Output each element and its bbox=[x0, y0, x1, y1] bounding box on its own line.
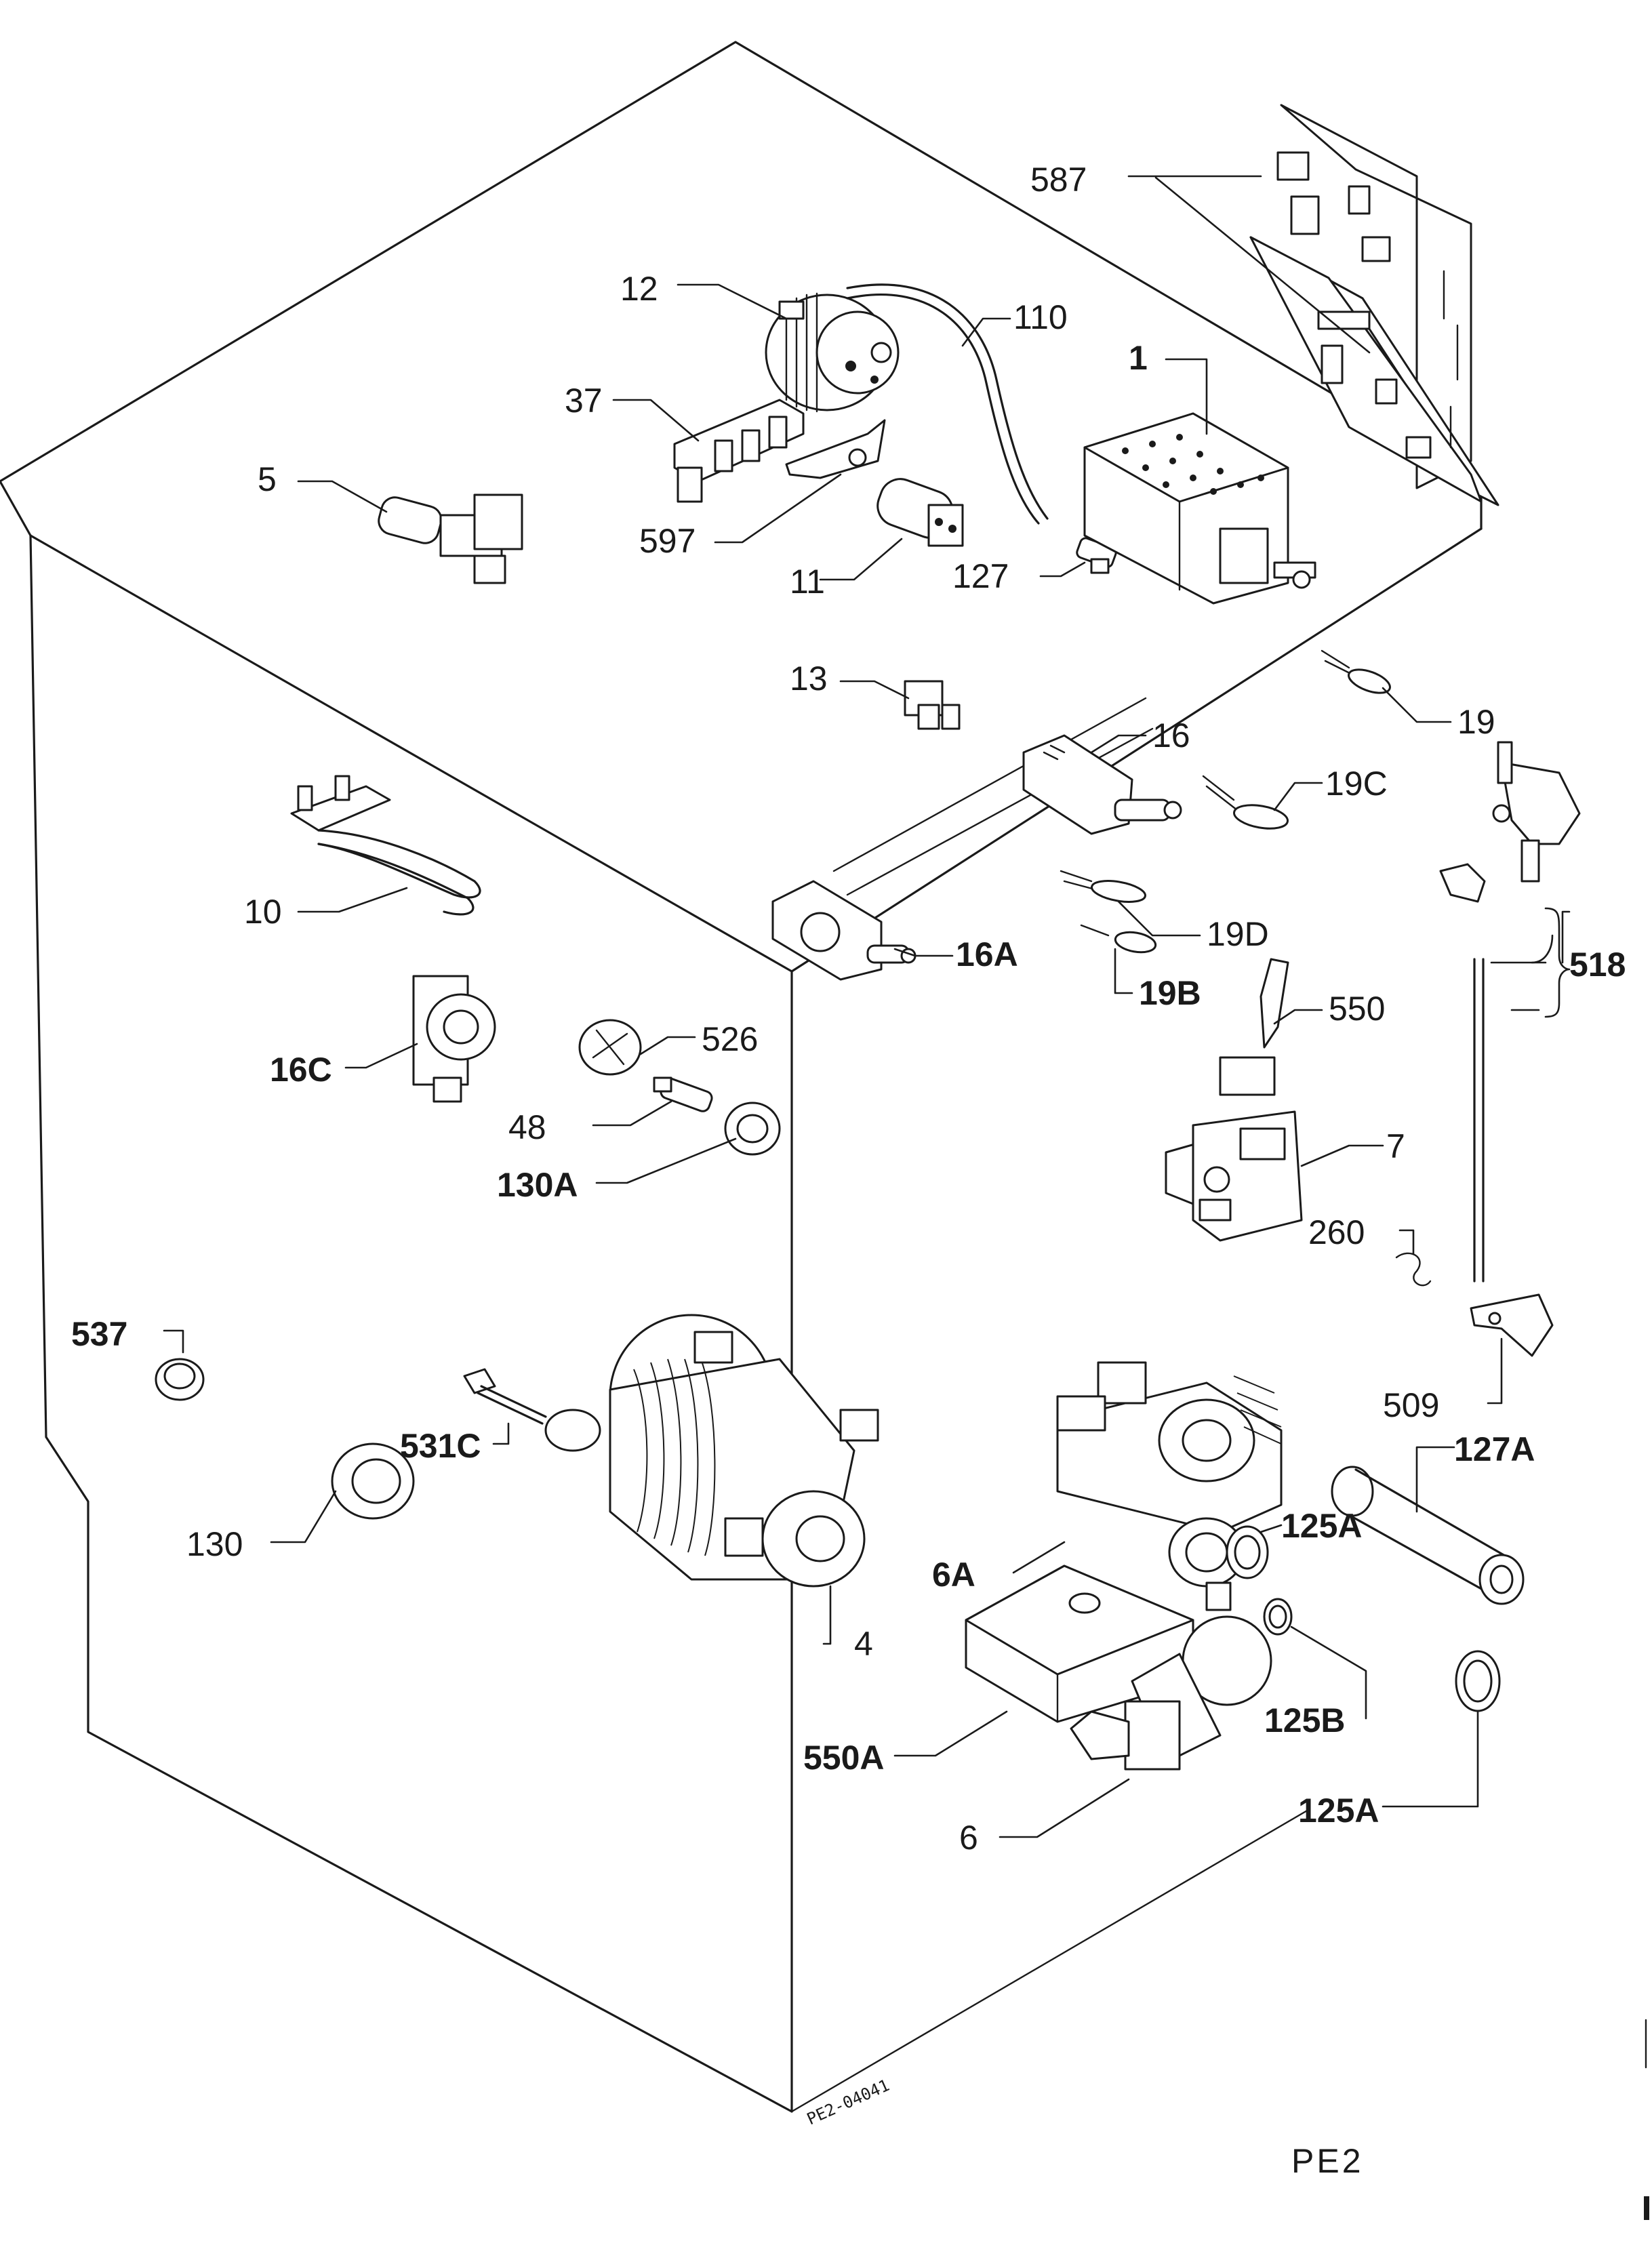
wire-lead-part bbox=[1321, 649, 1391, 694]
label-110: 110 bbox=[1013, 298, 1068, 336]
hose-pipe-part bbox=[1331, 1466, 1525, 1605]
label-526: 526 bbox=[702, 1020, 758, 1058]
label-127a: 127A bbox=[1454, 1430, 1535, 1468]
label-518: 518 bbox=[1569, 946, 1626, 984]
wire-lead-c-part bbox=[1202, 775, 1289, 830]
label-537: 537 bbox=[71, 1315, 127, 1353]
wire-lead-b-part bbox=[1080, 924, 1157, 954]
label-587: 587 bbox=[1030, 161, 1087, 199]
label-125a-upper: 125A bbox=[1281, 1507, 1363, 1545]
bracket-part bbox=[785, 419, 886, 479]
label-19c: 19C bbox=[1325, 765, 1388, 803]
thermostat-part bbox=[412, 975, 496, 1103]
label-16a: 16A bbox=[956, 935, 1018, 973]
bracket-518 bbox=[1544, 907, 1571, 1018]
door-lock-switch-part bbox=[771, 880, 916, 981]
grommet-part bbox=[331, 1442, 415, 1520]
label-597: 597 bbox=[639, 522, 696, 560]
label-10: 10 bbox=[244, 893, 282, 931]
label-48: 48 bbox=[508, 1108, 546, 1146]
gasket-a-lower-part bbox=[1455, 1650, 1501, 1712]
switch-part bbox=[1022, 734, 1182, 835]
part-labels: 587 12 110 1 37 5 597 11 127 13 16 19 19… bbox=[71, 161, 1626, 1857]
latch-part bbox=[1470, 1293, 1554, 1357]
gasket-a-upper-part bbox=[1226, 1525, 1269, 1579]
terminal-block-part bbox=[673, 399, 805, 503]
label-19b: 19B bbox=[1139, 974, 1201, 1012]
leader-lines bbox=[163, 175, 1571, 1838]
drain-pump-part bbox=[1070, 1581, 1272, 1771]
inlet-connector-part bbox=[378, 493, 523, 584]
label-127: 127 bbox=[952, 557, 1009, 595]
label-11: 11 bbox=[790, 563, 825, 601]
wire-lead-d-part bbox=[1060, 870, 1146, 903]
screw-part bbox=[463, 1368, 547, 1425]
pin-part bbox=[653, 1076, 713, 1112]
label-4: 4 bbox=[854, 1625, 873, 1663]
door-connector-part bbox=[904, 680, 961, 730]
label-531c: 531C bbox=[400, 1427, 481, 1465]
label-550a: 550A bbox=[803, 1739, 885, 1777]
label-5: 5 bbox=[258, 460, 277, 498]
label-37: 37 bbox=[565, 382, 603, 420]
motor-part bbox=[544, 1314, 879, 1588]
scan-marks bbox=[1644, 2019, 1649, 2220]
cap-part bbox=[155, 1358, 205, 1401]
label-6: 6 bbox=[959, 1819, 978, 1857]
gasket-b-part bbox=[1263, 1598, 1293, 1636]
capacitor-part bbox=[877, 478, 964, 547]
label-130a: 130A bbox=[497, 1166, 578, 1204]
drawing-code: PE2-04041 bbox=[804, 2076, 892, 2128]
label-550: 550 bbox=[1329, 990, 1385, 1028]
sheet-id: PE2 bbox=[1291, 2142, 1364, 2180]
label-7: 7 bbox=[1386, 1127, 1405, 1165]
label-125b: 125B bbox=[1264, 1701, 1346, 1739]
label-12: 12 bbox=[620, 270, 658, 308]
label-260: 260 bbox=[1308, 1213, 1365, 1251]
pressure-switch-part bbox=[765, 292, 900, 413]
label-130: 130 bbox=[186, 1525, 243, 1563]
label-509: 509 bbox=[1383, 1386, 1439, 1424]
label-13: 13 bbox=[790, 660, 828, 698]
heating-element-part bbox=[290, 775, 481, 916]
label-19d: 19D bbox=[1207, 915, 1269, 953]
pump-assembly-part bbox=[1056, 1361, 1283, 1588]
cam-part bbox=[578, 1019, 642, 1076]
label-125a-lower: 125A bbox=[1298, 1792, 1379, 1830]
label-16: 16 bbox=[1152, 716, 1190, 754]
lever-assembly-part bbox=[1439, 741, 1581, 1283]
pressure-hose-part bbox=[846, 283, 1049, 525]
programmer-timer-part bbox=[1083, 412, 1316, 605]
label-19: 19 bbox=[1457, 703, 1495, 741]
control-panel-frame-part bbox=[1249, 104, 1499, 506]
grommet-a-part bbox=[724, 1102, 781, 1156]
door-interlock-part bbox=[1165, 1110, 1303, 1242]
spring-clip-part bbox=[1395, 1252, 1432, 1287]
label-16c: 16C bbox=[270, 1051, 332, 1089]
label-6a: 6A bbox=[932, 1556, 975, 1594]
label-1: 1 bbox=[1129, 339, 1148, 377]
hook-part bbox=[1219, 958, 1289, 1096]
